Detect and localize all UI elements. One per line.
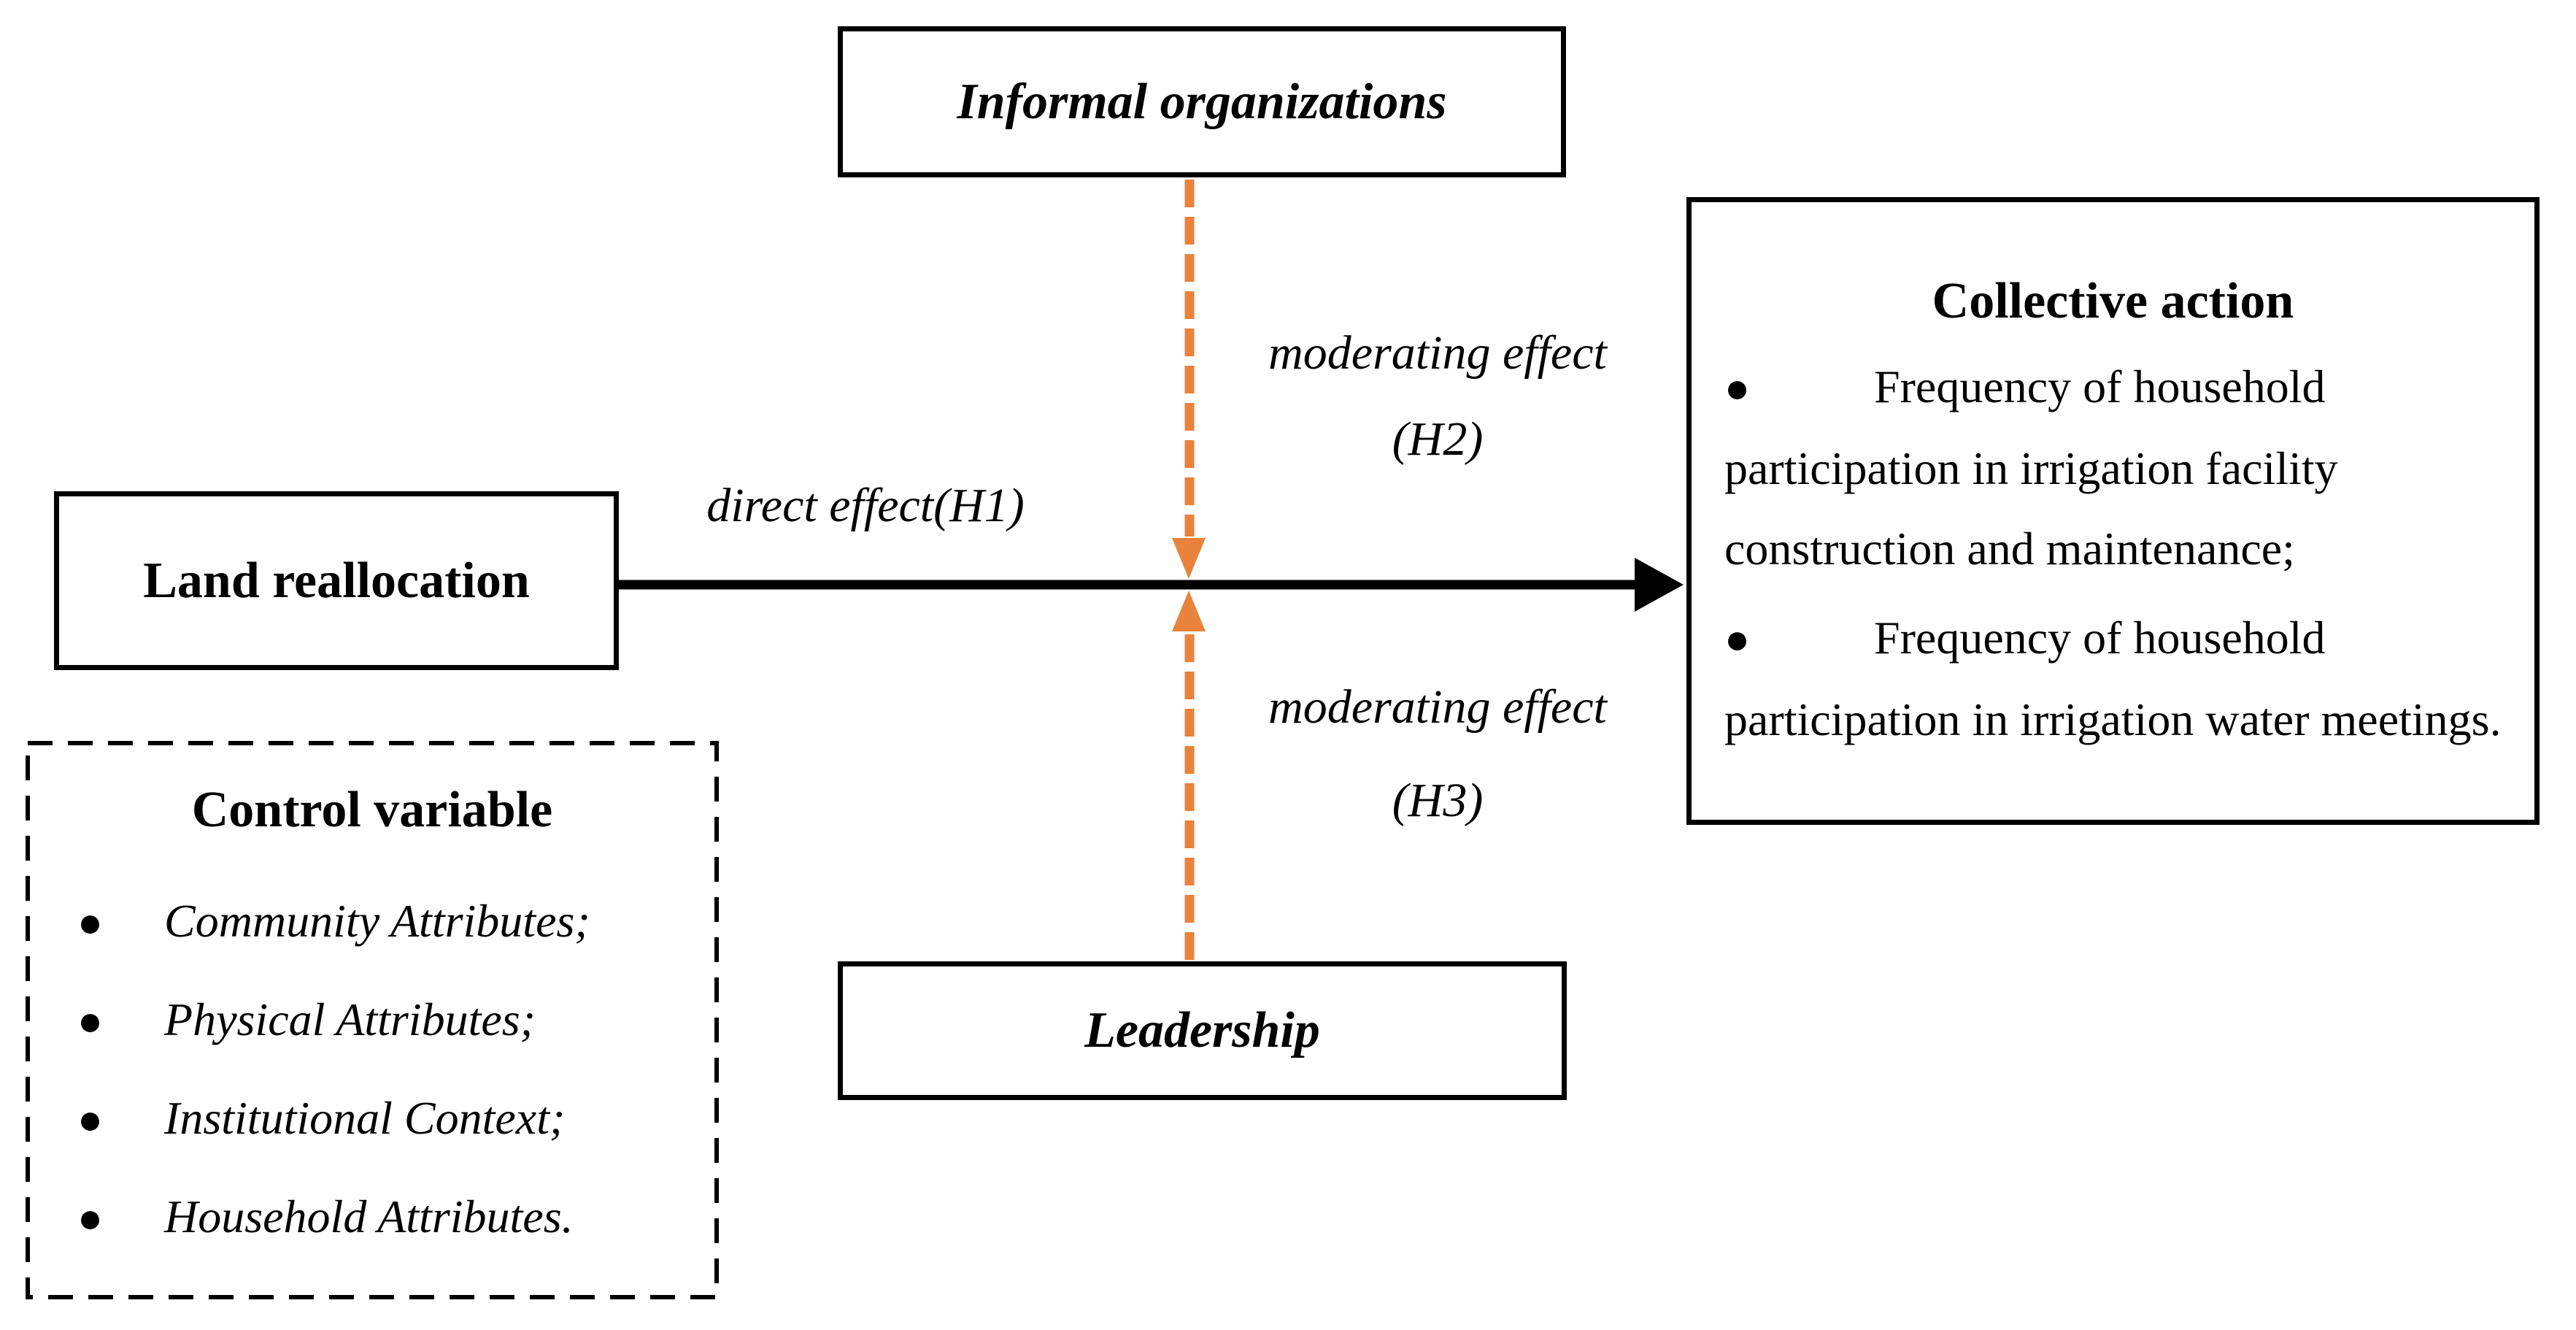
bullet-icon: ● — [1724, 364, 1751, 412]
informal-organizations-box: Informal organizations — [838, 26, 1566, 177]
moderating-effect-h2-label: moderating effect (H2) — [1146, 310, 1729, 483]
control-variable-box: Control variable ● Community Attributes; … — [26, 741, 719, 1299]
moderating-effect-h3-line1: moderating effect — [1268, 680, 1607, 734]
control-variable-item-1-text: Community Attributes; — [164, 895, 590, 947]
collective-action-bullet-2: ●Frequency of household participation in… — [1724, 598, 2502, 760]
control-variable-item-1: ● Community Attributes; — [77, 872, 719, 971]
bullet-icon: ● — [77, 1194, 104, 1242]
direct-effect-label: direct effect(H1) — [574, 471, 1157, 540]
control-variable-list: ● Community Attributes; ● Physical Attribu… — [26, 872, 719, 1266]
control-variable-item-3: ● Institutional Context; — [77, 1069, 719, 1168]
collective-action-bullet-1: ●Frequency of household participation in… — [1724, 347, 2502, 589]
direct-effect-arrowhead-icon — [1635, 558, 1684, 612]
leadership-label: Leadership — [1084, 1002, 1320, 1058]
control-variable-item-3-text: Institutional Context; — [164, 1092, 566, 1144]
collective-action-bullet-1-text: Frequency of household participation in … — [1724, 361, 2338, 574]
direct-effect-label-text: direct effect(H1) — [706, 479, 1025, 532]
collective-action-box: Collective action ●Frequency of househol… — [1686, 197, 2540, 825]
bullet-icon: ● — [77, 997, 104, 1045]
bullet-icon: ● — [77, 899, 104, 946]
bullet-icon: ● — [1724, 615, 1751, 663]
control-variable-dashed-border — [26, 741, 719, 1299]
control-variable-item-2-text: Physical Attributes; — [164, 993, 536, 1045]
moderating-effect-h2-line1: moderating effect — [1268, 326, 1607, 380]
control-variable-item-4-text: Household Attributes. — [164, 1191, 574, 1242]
informal-organizations-label: Informal organizations — [957, 73, 1447, 130]
bullet-icon: ● — [77, 1096, 104, 1143]
h2-arrowhead-down-icon — [1172, 538, 1206, 579]
moderating-effect-h2-line2: (H2) — [1392, 412, 1484, 466]
h3-arrowhead-up-icon — [1172, 591, 1206, 631]
collective-action-title: Collective action — [1932, 273, 2294, 329]
moderating-effect-h3-line2: (H3) — [1392, 774, 1484, 827]
control-variable-item-4: ● Household Attributes. — [77, 1168, 719, 1266]
leadership-box: Leadership — [838, 961, 1567, 1100]
control-variable-title: Control variable — [191, 782, 553, 838]
moderating-effect-h3-label: moderating effect (H3) — [1146, 661, 1729, 847]
land-reallocation-box: Land reallocation — [54, 491, 619, 670]
land-reallocation-label: Land reallocation — [143, 552, 530, 609]
control-variable-item-2: ● Physical Attributes; — [77, 971, 719, 1069]
collective-action-bullet-2-text: Frequency of household participation in … — [1724, 612, 2502, 745]
